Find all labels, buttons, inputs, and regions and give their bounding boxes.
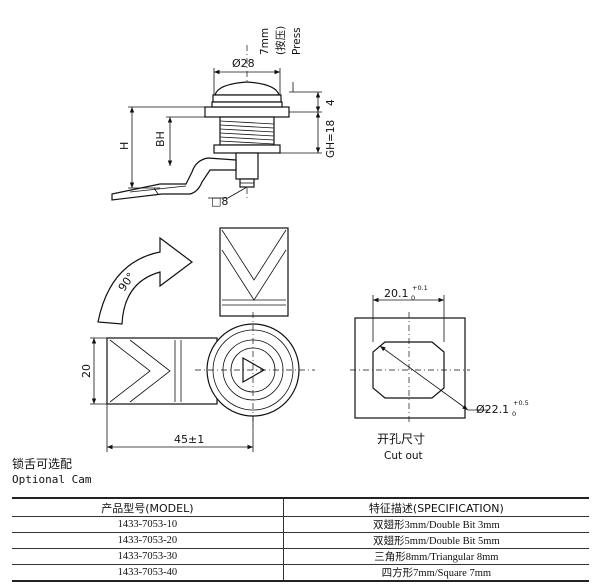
table-row: 1433-7053-40 四方形7mm/Square 7mm — [12, 564, 589, 582]
cutout-diameter-label: Ø22.1 — [476, 403, 509, 416]
spec-table-header: 产品型号(MODEL) 特征描述(SPECIFICATION) — [12, 497, 589, 517]
model-cell: 1433-7053-30 — [12, 548, 284, 565]
technical-drawing: Ø28 7mm (按压) Press 4 GH=18 H BH □8 — [80, 26, 529, 462]
cutout-view: 20.1 0 +0.1 Ø22.1 0 +0.5 开孔尺寸 Cut out — [350, 284, 529, 462]
cam-width-label: 20 — [80, 364, 93, 378]
spec-cell: 双翅形5mm/Double Bit 5mm — [283, 532, 589, 549]
cutout-width-tol: +0.1 — [412, 284, 428, 292]
spec-table: 产品型号(MODEL) 特征描述(SPECIFICATION) 1433-705… — [12, 497, 589, 582]
cap-diameter-label: Ø28 — [232, 57, 255, 70]
table-row: 1433-7053-30 三角形8mm/Triangular 8mm — [12, 548, 589, 565]
spec-column-header: 特征描述(SPECIFICATION) — [283, 497, 589, 517]
press-cn-label: (按压) — [274, 26, 287, 55]
side-view: Ø28 7mm (按压) Press 4 GH=18 H BH □8 — [111, 26, 337, 208]
h-label: H — [118, 142, 131, 150]
cutout-diameter-tol: +0.5 — [513, 399, 529, 407]
press-travel-label: 7mm — [259, 28, 271, 55]
cutout-diameter-base: 0 — [512, 410, 516, 418]
press-en-label: Press — [291, 27, 303, 55]
cutout-title-en: Cut out — [384, 450, 423, 462]
gh-label: GH=18 — [325, 120, 337, 158]
cutout-width-base: 0 — [411, 294, 415, 302]
table-row: 1433-7053-10 双翅形3mm/Double Bit 3mm — [12, 516, 589, 533]
table-row: 1433-7053-20 双翅形5mm/Double Bit 5mm — [12, 532, 589, 549]
square-drive-label: □8 — [211, 195, 228, 208]
bh-label: BH — [154, 131, 167, 147]
spec-cell: 三角形8mm/Triangular 8mm — [283, 548, 589, 565]
model-cell: 1433-7053-10 — [12, 516, 284, 533]
model-column-header: 产品型号(MODEL) — [12, 497, 284, 517]
optional-cam-title-cn: 锁舌可选配 — [12, 457, 73, 471]
model-cell: 1433-7053-40 — [12, 564, 284, 582]
cap-height-label: 4 — [325, 99, 337, 106]
cutout-title-cn: 开孔尺寸 — [377, 432, 425, 446]
cutout-width-label: 20.1 — [384, 287, 409, 300]
top-view: 90° 20 45±1 — [80, 227, 315, 452]
cam-length-label: 45±1 — [174, 433, 204, 446]
model-cell: 1433-7053-20 — [12, 532, 284, 549]
spec-cell: 四方形7mm/Square 7mm — [283, 564, 589, 582]
spec-cell: 双翅形3mm/Double Bit 3mm — [283, 516, 589, 533]
optional-cam-title-en: Optional Cam — [12, 473, 92, 486]
